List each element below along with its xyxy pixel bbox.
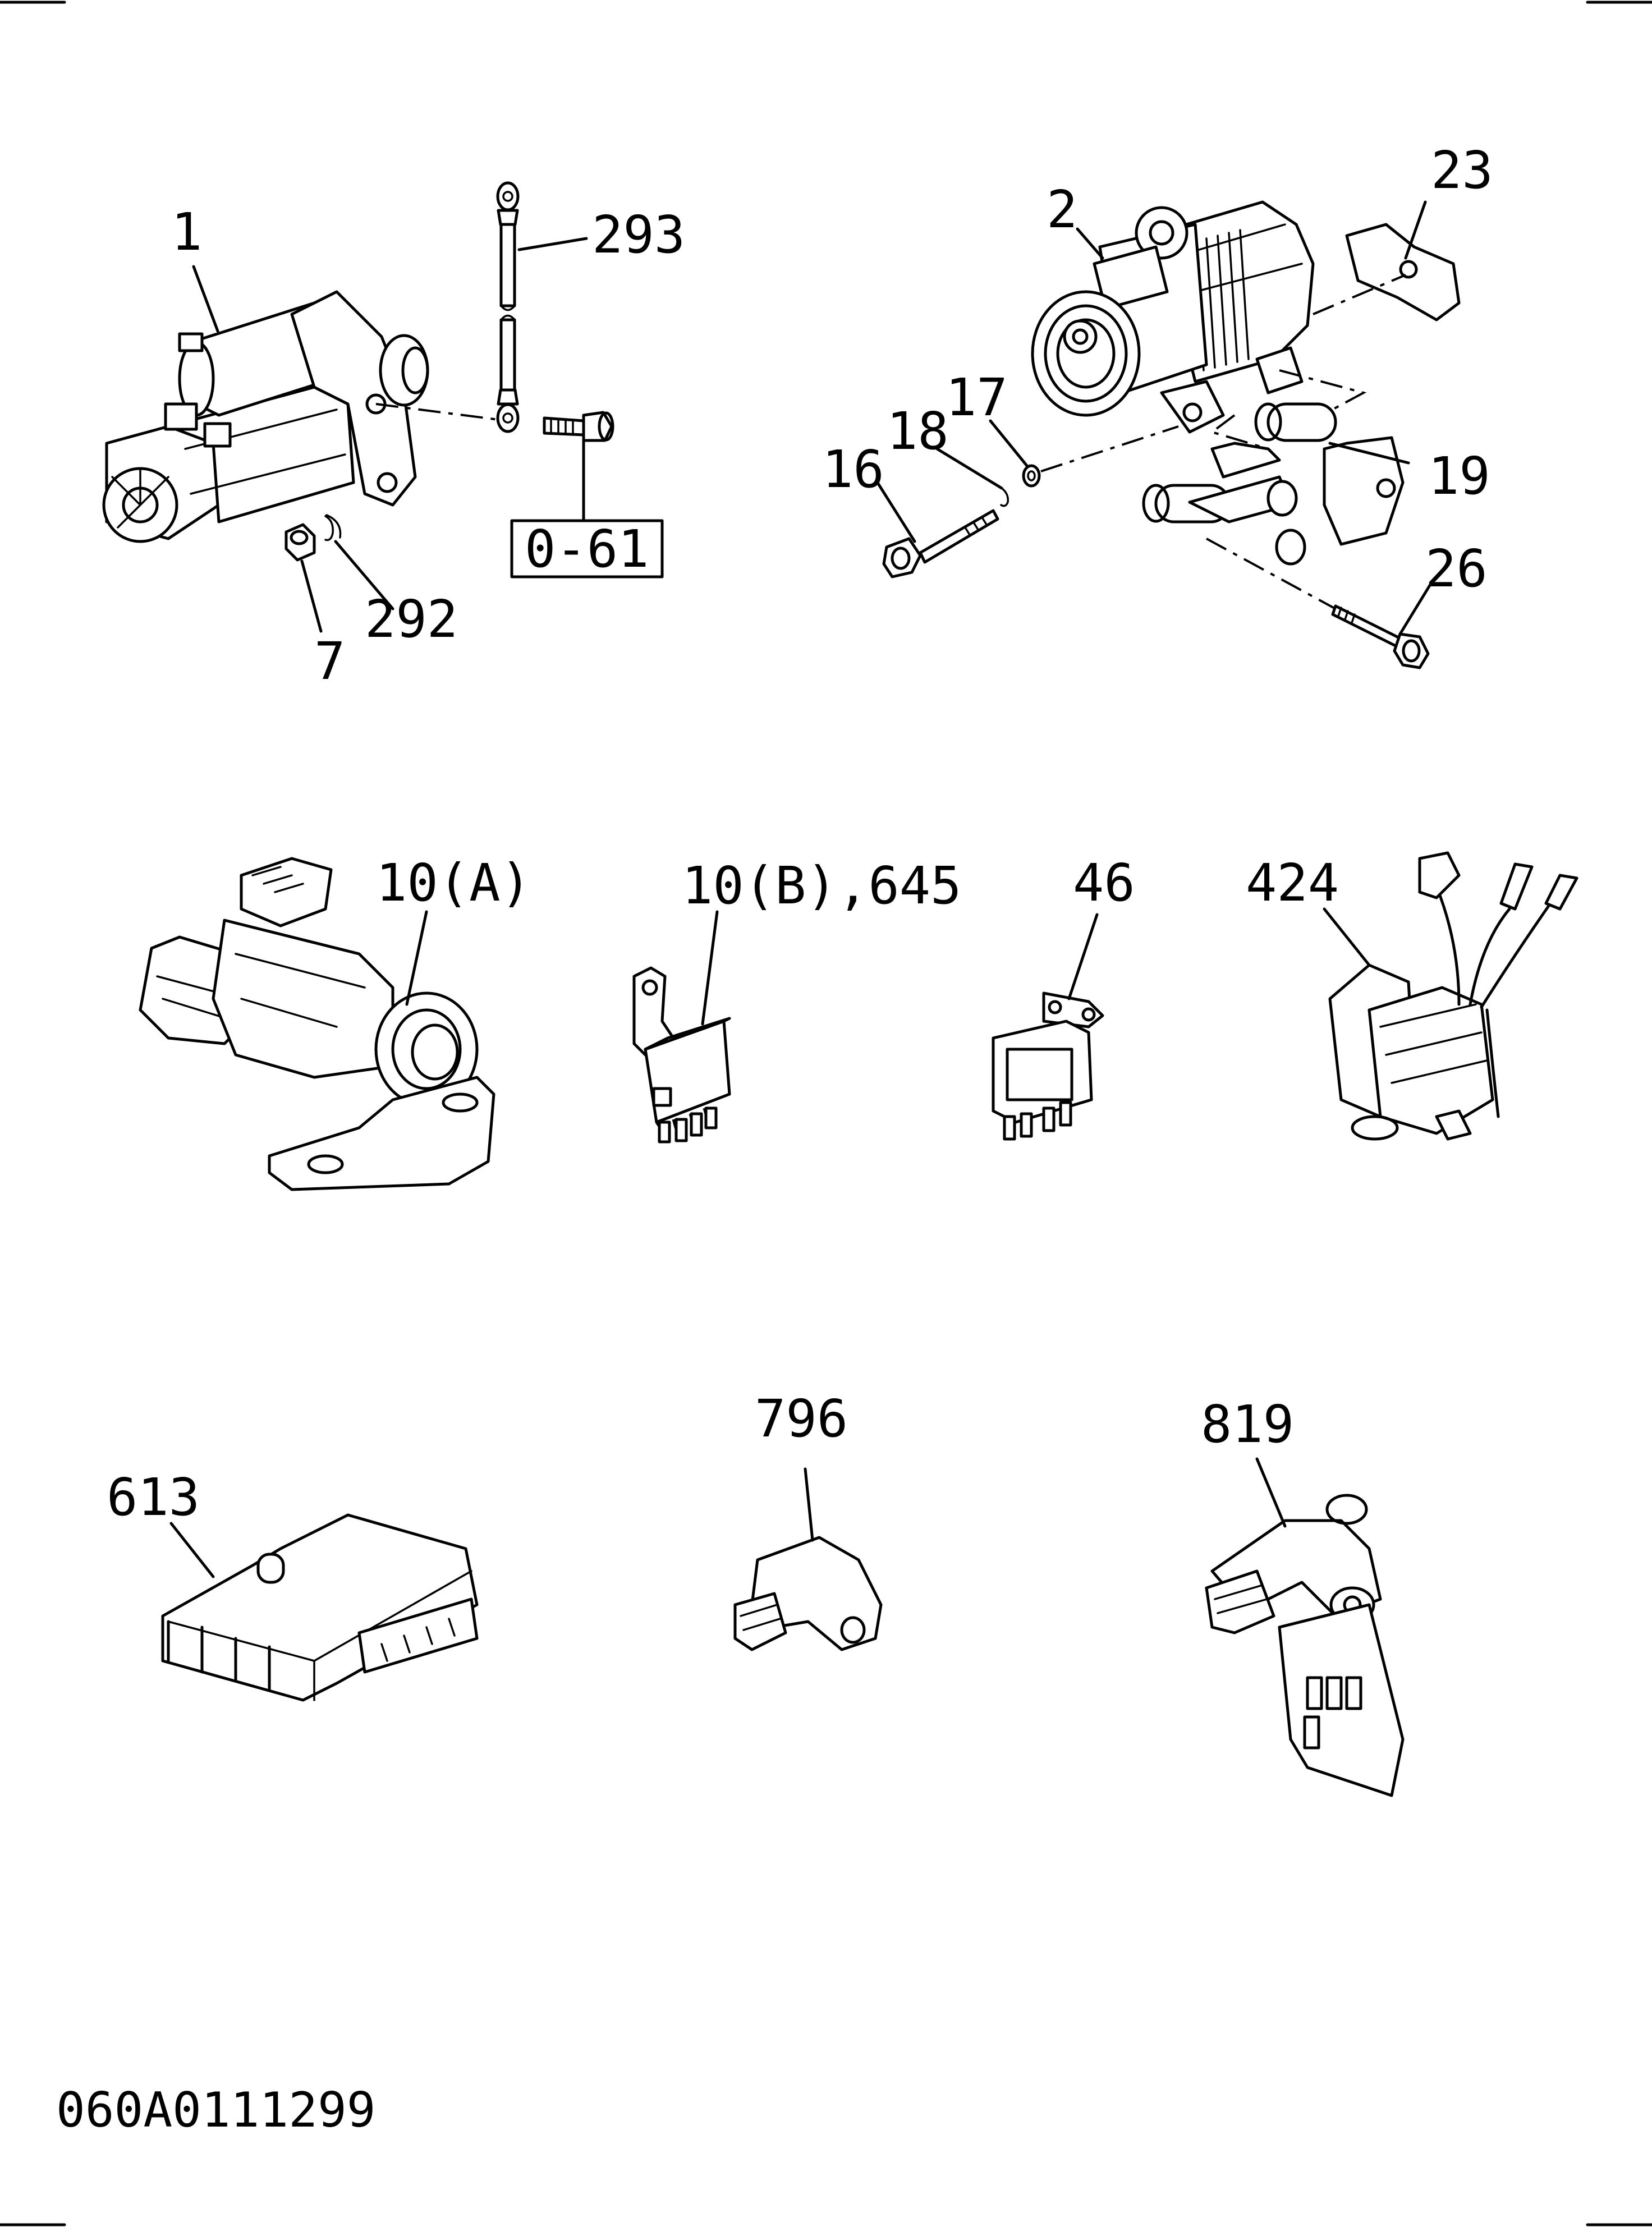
callout-613: 613 — [107, 1467, 200, 1527]
callout-2: 2 — [1047, 180, 1077, 240]
mount-center-line — [375, 403, 508, 422]
callout-796: 796 — [755, 1389, 848, 1449]
callout-819: 819 — [1201, 1394, 1294, 1454]
callout-16: 16 — [822, 439, 884, 499]
leader-line-293 — [517, 237, 588, 251]
leader-line-796 — [804, 1467, 814, 1542]
callout-17: 17 — [946, 368, 1008, 428]
sensor-819 — [1205, 1494, 1405, 1797]
callout-10b-645: 10(B),645 — [682, 856, 962, 916]
leader-line-819 — [1255, 1457, 1287, 1528]
flange-bolt-0-61 — [543, 411, 614, 442]
reference-box-frame — [510, 519, 664, 578]
leader-line-10a — [405, 910, 428, 1006]
leader-line-46 — [1067, 913, 1099, 1000]
washer-18 — [1000, 487, 1009, 507]
leader-line-17 — [989, 419, 1029, 467]
starter-relay-10a — [139, 857, 495, 1191]
bracket-bolt-26 — [1331, 604, 1430, 669]
leader-line-424 — [1323, 907, 1371, 967]
leader-line-292 — [334, 540, 394, 610]
drawing-code: 060A0111299 — [56, 2082, 376, 2138]
alternator-illustration — [1031, 200, 1315, 434]
callout-19: 19 — [1428, 446, 1490, 506]
leader-line-16 — [877, 482, 916, 543]
leader-line-1 — [192, 265, 219, 333]
relay-46 — [992, 991, 1104, 1141]
leader-line-7 — [300, 559, 323, 633]
nut-and-washer — [284, 514, 342, 562]
callout-26: 26 — [1425, 539, 1488, 599]
bracket-23 — [1345, 223, 1461, 322]
relay-10b-645 — [632, 966, 731, 1144]
callout-424: 424 — [1246, 853, 1339, 913]
callout-293: 293 — [592, 205, 685, 265]
callout-1: 1 — [171, 202, 202, 262]
callout-46: 46 — [1073, 853, 1135, 913]
bracket-23-center-line — [1313, 274, 1406, 315]
reference-box-label: 0-61 — [525, 519, 649, 579]
leader-line-18 — [935, 447, 1003, 490]
callout-18: 18 — [887, 401, 949, 461]
sensor-796 — [733, 1536, 883, 1651]
alternator-bolt-16 — [882, 509, 999, 578]
bolt-26-center-line — [1206, 538, 1336, 610]
ecu-613 — [161, 1513, 479, 1702]
leader-line-23 — [1404, 200, 1427, 260]
leader-line-26 — [1398, 582, 1433, 636]
leader-line-613 — [169, 1522, 215, 1578]
callout-292: 292 — [365, 589, 458, 649]
washer-17 — [1022, 464, 1041, 488]
mounting-bracket-19 — [1142, 369, 1405, 566]
battery-cable — [496, 181, 520, 433]
starter-motor-illustration — [102, 290, 429, 543]
callout-10a: 10(A) — [376, 853, 531, 913]
module-424 — [1328, 851, 1578, 1141]
alternator-bolt-center-line — [1040, 425, 1179, 472]
leader-line-19 — [1328, 442, 1410, 465]
callout-7: 7 — [314, 631, 345, 691]
leader-line-10b-645 — [701, 910, 719, 1026]
leader-line-2 — [1076, 227, 1104, 260]
callout-23: 23 — [1431, 140, 1493, 200]
